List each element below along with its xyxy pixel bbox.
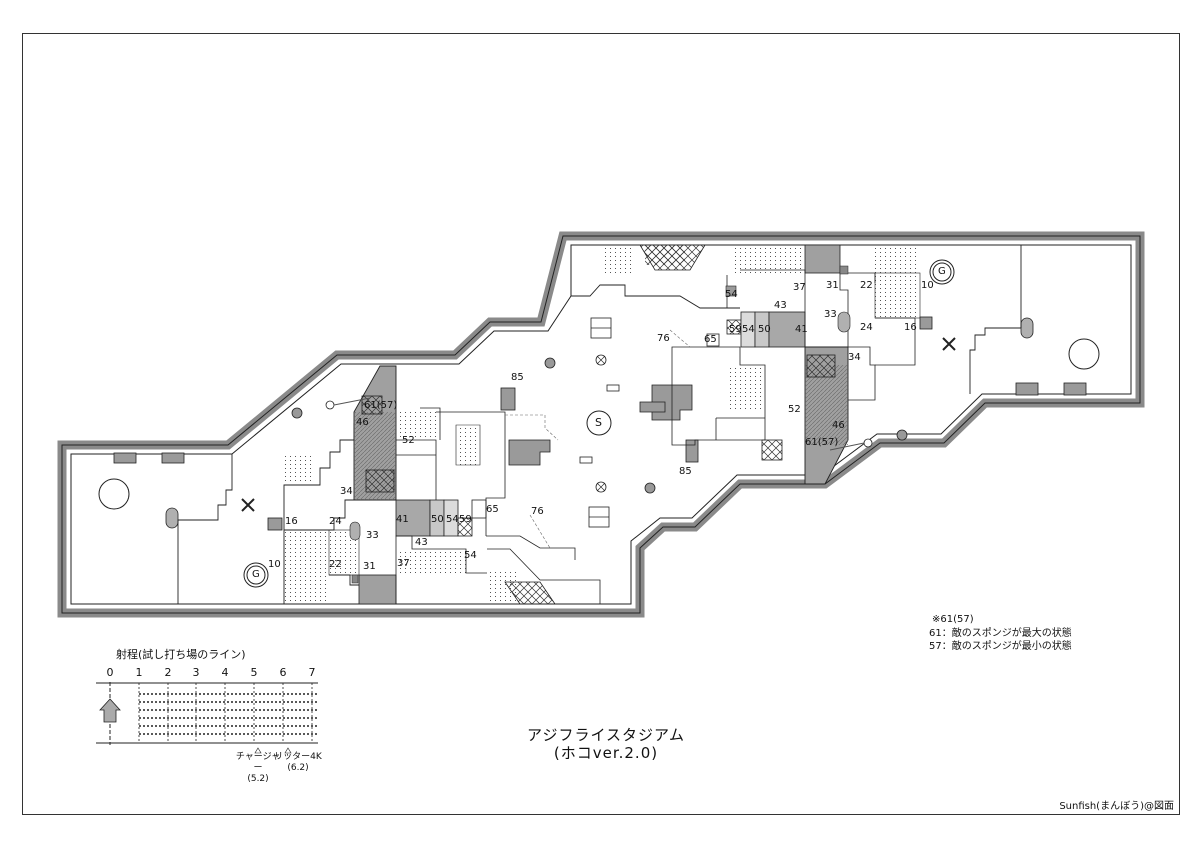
height-label: 22 [329,559,342,570]
right-structures [605,244,933,485]
height-label: 43 [774,300,787,311]
height-label: 10 [268,559,281,570]
range-tick: 1 [135,666,143,679]
weapon-liter: リッター4K (6.2) [273,752,323,774]
height-label: 16 [285,516,298,527]
height-label: 46 [832,420,845,431]
height-label: 52 [788,404,801,415]
range-tick: 2 [164,666,172,679]
center-marker-label: S [595,416,602,429]
height-label: 85 [679,466,692,477]
range-tick: 4 [221,666,229,679]
goal-marker-label-right: G [938,266,946,277]
weapon-name: リッター4K [274,752,322,762]
height-label: 54 [742,324,755,335]
height-label: 54 [446,514,459,525]
height-label: 33 [824,309,837,320]
map-title-line1: アジフライスタジアム [527,726,685,744]
note-line: 57：敵のスポンジが最小の状態 [929,641,1072,652]
height-label: 46 [356,417,369,428]
map-title: アジフライスタジアム (ホコver.2.0) [521,726,691,762]
height-label: 43 [415,537,428,548]
right-spawn [969,245,1100,396]
note-line: 61：敵のスポンジが最大の状態 [929,628,1072,639]
height-label: 10 [921,280,934,291]
height-label: 16 [904,322,917,333]
left-structures [267,365,601,605]
height-label: 59 [459,514,472,525]
range-tick: 5 [250,666,258,679]
height-label: 59 [729,324,742,335]
height-label: 37 [793,282,806,293]
map-frame [22,33,1180,815]
goal-marker-left [243,562,269,588]
range-tick: 6 [279,666,287,679]
range-scale-title: 射程(試し打ち場のライン) [116,648,246,661]
height-label: 76 [657,333,670,344]
range-tick: 7 [308,666,316,679]
height-label: 85 [511,372,524,383]
height-label: 61(57) [364,400,398,411]
height-label: 50 [758,324,771,335]
note-line: ※61(57) [932,614,974,625]
goal-marker-label-left: G [252,569,260,580]
height-label: 31 [826,280,839,291]
height-label: 41 [795,324,808,335]
height-label: 24 [860,322,873,333]
height-label: 34 [340,486,353,497]
map-title-line2: (ホコver.2.0) [553,744,659,762]
height-label: 61(57) [805,437,839,448]
height-label: 54 [725,289,738,300]
height-label: 31 [363,561,376,572]
center-structures [544,284,740,528]
range-tick: 3 [192,666,200,679]
weapon-range: (6.2) [287,763,309,773]
height-label: 52 [402,435,415,446]
range-scale [96,682,318,754]
height-label: 33 [366,530,379,541]
weapon-range: (5.2) [247,774,269,784]
height-label: 37 [397,558,410,569]
goal-marker-right [929,259,955,285]
height-label: 41 [396,514,409,525]
range-tick: 0 [106,666,114,679]
weapon-charger: チャージャー (5.2) [233,752,283,785]
height-label: 76 [531,506,544,517]
height-label: 54 [464,550,477,561]
left-spawn [98,452,233,604]
height-label: 65 [486,504,499,515]
credit: Sunfish(まんぼう)@図面 [1059,801,1174,812]
height-label: 24 [329,516,342,527]
height-label: 22 [860,280,873,291]
height-label: 50 [431,514,444,525]
x-marker [241,337,956,512]
weapon-name: チャージャー [235,752,281,773]
height-label: 34 [848,352,861,363]
height-label: 65 [704,334,717,345]
